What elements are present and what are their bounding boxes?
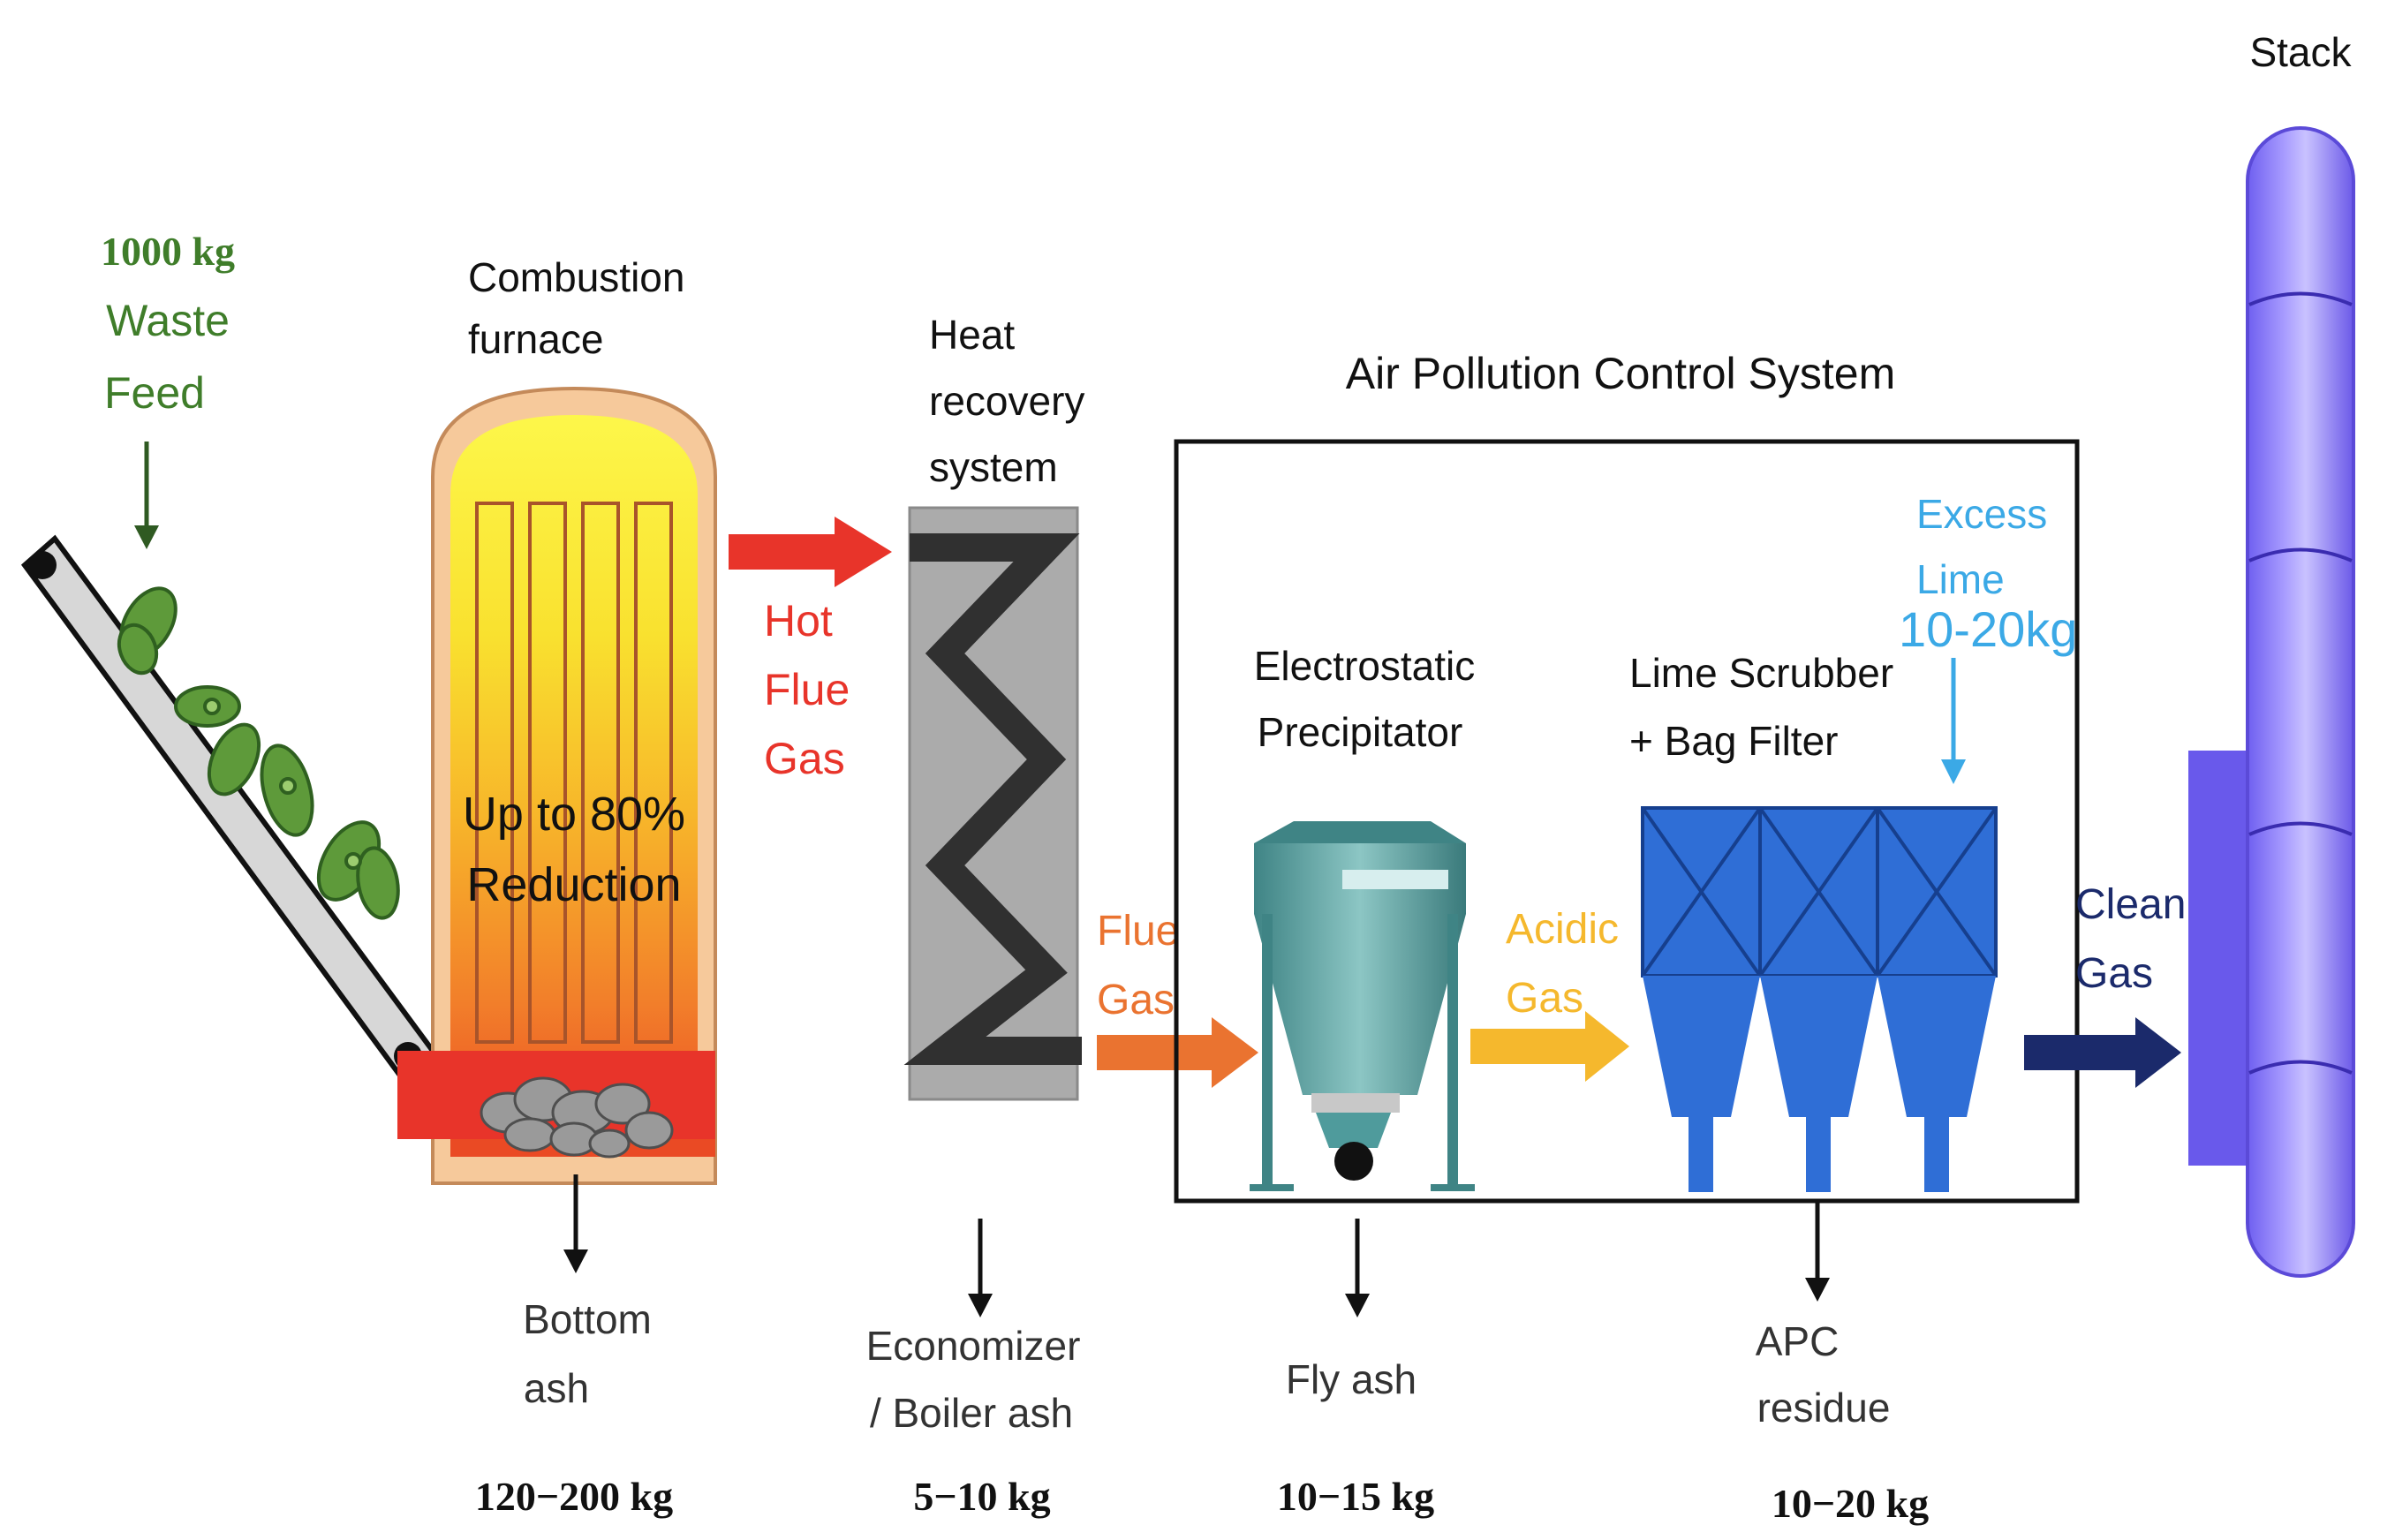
boiler-ash-arrow [968, 1219, 993, 1317]
output-mass: 120−200 kg [475, 1474, 673, 1519]
output-bottom-ash: Bottom ash 120−200 kg [475, 1296, 673, 1519]
heat-recovery-line3: system [929, 444, 1058, 490]
excess-lime-amount: 10-20kg [1899, 601, 2077, 657]
stack: Stack [2188, 29, 2355, 1278]
hot-flue-gas-line1: Hot [764, 596, 833, 645]
heat-exchanger-coil [903, 533, 1082, 1065]
acidic-gas-line2: Gas [1506, 975, 1583, 1022]
waste-pieces [117, 586, 400, 920]
heat-recovery-line2: recovery [929, 378, 1084, 424]
flue-gas-line2: Gas [1097, 977, 1175, 1023]
output-label-line1: Bottom [523, 1296, 652, 1342]
apc-title: Air Pollution Control System [1346, 349, 1895, 398]
furnace-title-line2: furnace [468, 316, 603, 362]
waste-feed-group: 1000 kg Waste Feed [20, 229, 436, 1083]
bottom-ash-pile [480, 1076, 674, 1159]
output-mass: 5−10 kg [913, 1474, 1050, 1519]
hot-flue-gas-line2: Flue [764, 665, 850, 714]
hot-flue-gas-arrow: Hot Flue Gas [729, 517, 892, 783]
flue-gas-line1: Flue [1097, 908, 1179, 955]
waste-feed-mass: 1000 kg [101, 229, 235, 274]
output-label-line1: Economizer [866, 1323, 1081, 1369]
clean-gas-line2: Gas [2075, 950, 2153, 997]
reduction-line1: Up to 80% [463, 788, 685, 841]
output-mass: 10−15 kg [1277, 1474, 1434, 1519]
stack-label: Stack [2249, 29, 2352, 75]
clean-gas-line1: Clean [2075, 881, 2186, 928]
esp-label-line1: Electrostatic [1254, 643, 1476, 689]
waste-feed-label-line2: Feed [104, 368, 205, 418]
apc-system: Air Pollution Control System Electrostat… [1174, 349, 2080, 1317]
excess-lime: Excess Lime 10-20kg [1899, 491, 2077, 784]
acidic-gas-line1: Acidic [1506, 906, 1619, 953]
apc-residue-arrow [1805, 1201, 1830, 1302]
bottom-ash-arrow [563, 1174, 588, 1273]
feed-down-arrow [134, 442, 159, 549]
lime-scrubber-bag-filter [1641, 806, 1998, 1192]
heat-recovery-system: Heat recovery system [903, 312, 1084, 1317]
excess-lime-line1: Excess [1916, 491, 2047, 537]
feed-chute [20, 534, 436, 1083]
output-label-line2: / Boiler ash [870, 1390, 1073, 1436]
excess-lime-line2: Lime [1916, 556, 2005, 602]
combustion-furnace: Combustion furnace Up to 80% Reduction [397, 254, 717, 1273]
waste-feed-label-line1: Waste [106, 296, 230, 345]
output-mass: 10−20 kg [1772, 1481, 1929, 1526]
scrubber-label-line1: Lime Scrubber [1629, 650, 1893, 696]
furnace-tubes [475, 502, 673, 1044]
output-boiler-ash: Economizer / Boiler ash 5−10 kg [866, 1323, 1081, 1519]
output-label-line2: ash [524, 1365, 589, 1411]
stack-segments [2248, 291, 2353, 1075]
reduction-line2: Reduction [466, 858, 681, 911]
electrostatic-precipitator [1250, 821, 1475, 1191]
hot-flue-gas-line3: Gas [764, 734, 845, 783]
scrubber-label-line2: + Bag Filter [1629, 718, 1839, 764]
output-label-line1: APC [1756, 1318, 1840, 1364]
fly-ash-arrow [1345, 1219, 1370, 1317]
output-label-line1: Fly ash [1286, 1356, 1417, 1402]
output-label-line2: residue [1757, 1385, 1891, 1431]
output-fly-ash: Fly ash 10−15 kg [1277, 1356, 1434, 1519]
furnace-title-line1: Combustion [468, 254, 684, 300]
heat-recovery-line1: Heat [929, 312, 1015, 358]
output-apc-residue: APC residue 10−20 kg [1756, 1318, 1929, 1526]
acidic-gas-arrow: Acidic Gas [1470, 906, 1629, 1082]
clean-gas-arrow: Clean Gas [2024, 881, 2186, 1088]
esp-label-line2: Precipitator [1258, 709, 1463, 755]
